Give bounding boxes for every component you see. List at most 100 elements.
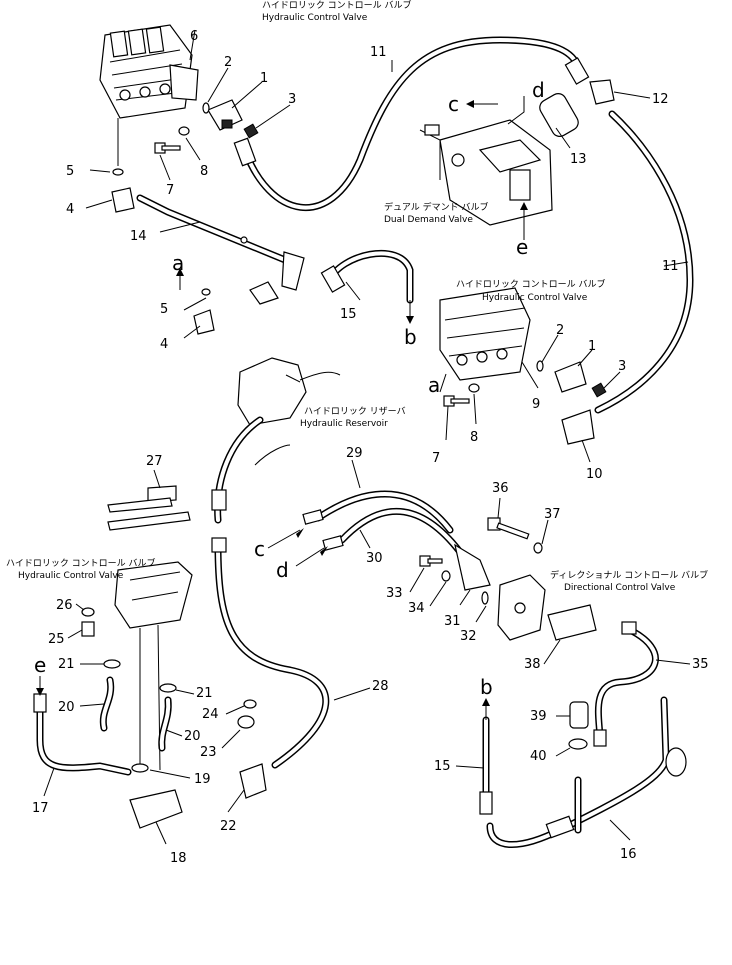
part-number-9: 9: [532, 397, 540, 412]
pipe-part-16: [486, 696, 687, 848]
part-number-2-mid: 2: [556, 323, 564, 338]
letter-b-bottom: b: [480, 675, 493, 699]
letter-d-bottom: d: [276, 558, 289, 582]
filter-part-13: [539, 93, 579, 137]
part-number-2-top: 2: [224, 55, 232, 70]
part-number-7-mid: 7: [432, 451, 440, 466]
part-number-26: 26: [56, 598, 73, 613]
part-number-16: 16: [620, 847, 637, 862]
washer-part-8-top: [178, 126, 190, 136]
washer-part-37: [533, 542, 543, 554]
hose-part-29: [302, 490, 454, 534]
part-number-8-mid: 8: [470, 430, 478, 445]
bolt-part-25: [81, 621, 95, 637]
bolt-part-7-top: [154, 142, 181, 154]
hose-part-28: [211, 537, 330, 769]
part-number-15-top: 15: [340, 307, 357, 322]
washer-part-26: [81, 607, 95, 617]
part-number-39: 39: [530, 709, 547, 724]
o-ring-part-40: [568, 738, 588, 750]
part-number-33: 33: [386, 586, 403, 601]
letter-c-top: c: [448, 92, 459, 116]
part-number-25: 25: [48, 632, 65, 647]
part-number-22: 22: [220, 819, 237, 834]
o-ring-part-5-bottom: [201, 288, 211, 296]
elbow-part-4-bottom: [193, 309, 215, 335]
hose-part-11: [233, 36, 694, 414]
part-number-17: 17: [32, 801, 49, 816]
letter-d-top: d: [532, 78, 545, 102]
letter-a-top: a: [172, 251, 184, 275]
o-ring-part-19: [131, 763, 149, 773]
elbow-part-4-top: [111, 187, 135, 213]
elbow-part-22: [239, 763, 267, 799]
part-number-18: 18: [170, 851, 187, 866]
part-number-28: 28: [372, 679, 389, 694]
letter-a-mid: a: [428, 373, 440, 397]
hcv-mid-caption-en: Hydraulic Control Valve: [482, 293, 588, 303]
ddv-caption-jp: デュアル デマンド バルブ: [384, 201, 488, 213]
letter-c-bottom: c: [254, 537, 265, 561]
part-number-32: 32: [460, 629, 477, 644]
fitting-part-39: [569, 701, 589, 729]
pipe-part-15-bottom: [479, 716, 493, 815]
hydraulic-reservoir: [211, 357, 341, 524]
hcv-mid-caption-jp: ハイドロリック コントロール バルブ: [456, 278, 606, 290]
hose-part-35: [593, 621, 659, 747]
hcv-left-caption-jp: ハイドロリック コントロール バルブ: [6, 557, 156, 569]
part-number-29: 29: [346, 446, 363, 461]
part-number-23: 23: [200, 745, 217, 760]
part-number-8-top: 8: [200, 164, 208, 179]
part-number-5-bottom: 5: [160, 302, 168, 317]
part-number-11-right: 11: [662, 259, 679, 274]
bolt-part-33: [419, 555, 443, 567]
washer-part-8-mid: [468, 383, 480, 393]
part-number-4-bottom: 4: [160, 337, 168, 352]
bolt-part-7-mid: [443, 395, 470, 407]
part-number-10: 10: [586, 467, 603, 482]
part-number-5-top: 5: [66, 164, 74, 179]
part-number-34: 34: [408, 601, 425, 616]
o-ring-part-24: [243, 699, 257, 709]
pipe-part-14: [136, 194, 305, 291]
hydraulic-control-valve-top: [99, 24, 199, 119]
part-number-6: 6: [190, 29, 198, 44]
part-number-30: 30: [366, 551, 383, 566]
part-number-15-bottom: 15: [434, 759, 451, 774]
directional-control-valve: [497, 574, 546, 641]
hcv-top-caption-jp: ハイドロリック コントロール バルブ: [262, 0, 412, 11]
plug-part-3-top: [243, 123, 259, 139]
part-number-21-right: 21: [196, 686, 213, 701]
elbow-part-10: [561, 409, 595, 445]
connection-arrows: [36, 96, 528, 720]
part-number-38: 38: [524, 657, 541, 672]
o-ring-part-21-left: [103, 659, 121, 669]
o-ring-part-2-top: [202, 102, 210, 114]
part-number-14: 14: [130, 229, 147, 244]
part-number-40: 40: [530, 749, 547, 764]
hcv-top-caption-en: Hydraulic Control Valve: [262, 13, 368, 23]
part-number-7-top: 7: [166, 183, 174, 198]
tube-part-20-right: [158, 696, 172, 752]
block-part-18: [129, 789, 183, 829]
plug-part-3-mid: [591, 382, 607, 398]
part-number-20-right: 20: [184, 729, 201, 744]
part-number-3-mid: 3: [618, 359, 626, 374]
part-number-31: 31: [444, 614, 461, 629]
letter-b-top: b: [404, 325, 417, 349]
o-ring-part-21-right: [159, 683, 177, 693]
fitting-part-23: [237, 715, 255, 729]
hose-part-15-top: [320, 249, 414, 304]
hose-part-17: [33, 693, 132, 776]
part-number-12: 12: [652, 92, 669, 107]
fitting-part-4-mid: [249, 281, 279, 305]
fitting-part-1-mid: [554, 361, 587, 393]
part-number-3-top: 3: [288, 92, 296, 107]
res-caption-jp: ハイドロリック リザーバ: [304, 406, 406, 417]
dual-demand-valve: [419, 93, 579, 226]
block-part-38: [547, 604, 597, 641]
tube-part-20-left: [99, 676, 115, 732]
fitting-part-1-top: [207, 99, 243, 131]
res-caption-en: Hydraulic Reservoir: [300, 419, 388, 429]
